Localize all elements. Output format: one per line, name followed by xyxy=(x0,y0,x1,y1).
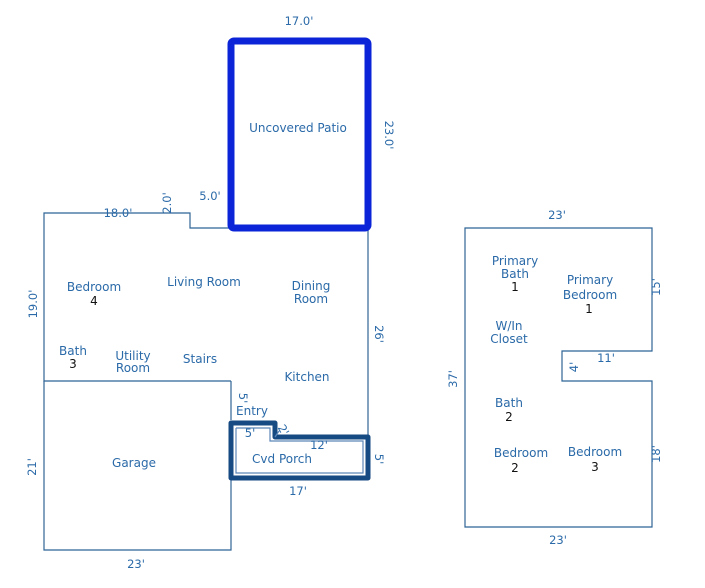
room-label-primary-bath-line1: Primary xyxy=(492,254,538,268)
dimension-upper-right-top: 15' xyxy=(649,278,663,296)
room-label-garage: Garage xyxy=(112,456,156,470)
room-label-bath-3: Bath xyxy=(59,344,87,358)
room-label-primary-bedroom-line2: Bedroom xyxy=(563,288,617,302)
room-label-bedroom-4: Bedroom xyxy=(67,280,121,294)
room-label-bedroom-3: Bedroom xyxy=(568,445,622,459)
room-number-bedroom-2: 2 xyxy=(511,461,519,475)
room-label-primary-bath-line2: Bath xyxy=(501,267,529,281)
dimension-right-wall: 26' xyxy=(372,325,386,343)
dimension-upper-left: 37' xyxy=(446,370,460,388)
dimension-main-top: 18.0' xyxy=(104,206,133,220)
dimension-patio-right: 23.0' xyxy=(382,121,396,150)
room-label-stairs: Stairs xyxy=(183,352,217,366)
room-number-bath-2: 2 xyxy=(505,410,513,424)
dimension-patio-step: 5.0' xyxy=(199,189,220,203)
room-label-walk-in-closet-line1: W/In xyxy=(495,319,522,333)
dimension-patio-top: 17.0' xyxy=(285,14,314,28)
entry-divider xyxy=(274,430,280,438)
covered-porch-outline xyxy=(228,420,371,481)
dimension-entry-height: 5' xyxy=(236,393,250,403)
dimension-porch-right: 5' xyxy=(372,454,386,464)
room-label-dining-room-line2: Room xyxy=(294,292,328,306)
main-floor-outline xyxy=(43,212,231,382)
dimension-entry-width: 5' xyxy=(245,426,255,440)
dimension-porch-bottom: 17' xyxy=(289,484,307,498)
room-number-primary-bedroom: 1 xyxy=(585,302,593,316)
room-label-utility-room-line2: Room xyxy=(116,361,150,375)
dimension-garage-bottom: 23' xyxy=(127,557,145,571)
room-number-primary-bath: 1 xyxy=(511,280,519,294)
room-label-primary-bedroom-line1: Primary xyxy=(567,273,613,287)
room-number-bedroom-4: 4 xyxy=(90,294,98,308)
dimension-upper-notch-width: 11' xyxy=(597,351,615,365)
dimension-porch-top: 12' xyxy=(310,438,328,452)
garage-outline xyxy=(43,381,232,551)
dimension-upper-top: 23' xyxy=(548,208,566,222)
room-label-walk-in-closet-line2: Closet xyxy=(490,332,528,346)
dimension-upper-right-bottom: 18' xyxy=(649,445,663,463)
upper-floor-outline xyxy=(464,227,653,528)
room-label-utility-room-line1: Utility xyxy=(115,349,150,363)
room-label-kitchen: Kitchen xyxy=(284,370,329,384)
room-label-bath-2: Bath xyxy=(495,396,523,410)
covered-porch-inner-outline xyxy=(235,427,364,474)
room-label-bedroom-2: Bedroom xyxy=(494,446,548,460)
dimension-step-height: 2.0' xyxy=(160,192,174,213)
room-label-uncovered-patio: Uncovered Patio xyxy=(249,121,347,135)
dimension-upper-bottom: 23' xyxy=(549,533,567,547)
dimension-garage-left: 21' xyxy=(25,458,39,476)
room-number-bath-3: 3 xyxy=(69,357,77,371)
room-label-covered-porch: Cvd Porch xyxy=(252,452,312,466)
room-label-living-room: Living Room xyxy=(167,275,241,289)
room-label-entry: Entry xyxy=(236,404,268,418)
room-number-bedroom-3: 3 xyxy=(591,460,599,474)
dimension-main-left: 19.0' xyxy=(26,290,40,319)
room-label-dining-room-line1: Dining xyxy=(292,279,331,293)
uncovered-patio-outline xyxy=(227,37,372,232)
dimension-upper-notch-height: 4' xyxy=(567,362,581,372)
